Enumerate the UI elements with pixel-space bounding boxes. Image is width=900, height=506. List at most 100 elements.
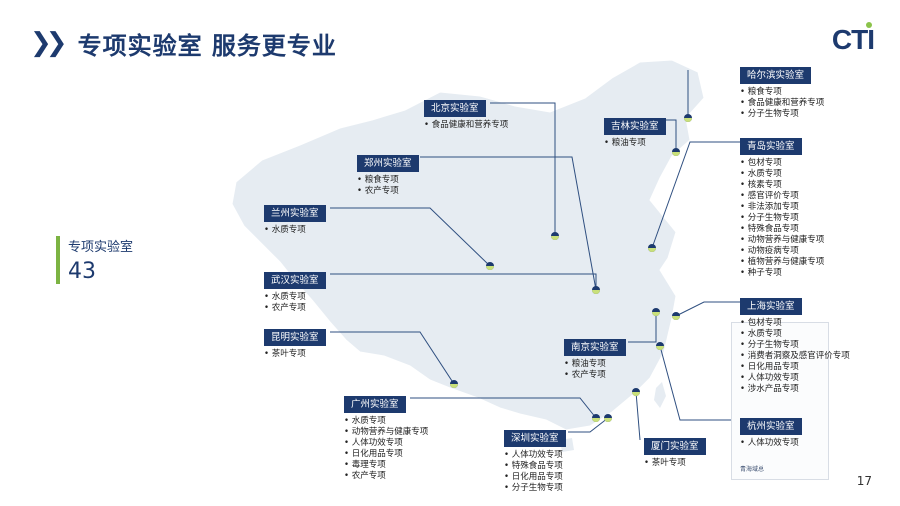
location-pin-icon (632, 388, 640, 396)
lab-item: 动物营养与健康专项 (344, 427, 429, 438)
logo-dot (866, 22, 872, 28)
lab-item: 粮食专项 (357, 175, 419, 186)
lab-harbin: 哈尔滨实验室粮食专项食品健康和营养专项分子生物专项 (740, 63, 824, 120)
lab-item: 人体功效专项 (344, 438, 428, 449)
lab-item: 人体功效专项 (504, 450, 566, 461)
lab-beijing: 北京实验室食品健康和营养专项 (424, 96, 508, 131)
lab-item: 食品健康和营养专项 (740, 98, 825, 109)
lab-item: 粮油专项 (604, 138, 666, 149)
lab-item: 分子生物专项 (740, 109, 824, 120)
lab-item: 植物营养与健康专项 (740, 257, 825, 268)
location-pin-icon (592, 414, 600, 422)
connector-lines (330, 70, 740, 441)
lab-item: 农产专项 (564, 370, 626, 381)
lab-item: 消费者洞察及感官评价专项 (740, 351, 850, 362)
lab-item-list: 包材专项水质专项核素专项感官评价专项非法添加专项分子生物专项特殊食品专项动物营养… (740, 158, 825, 279)
brochure-caption: 青海域总 (740, 466, 765, 473)
lab-item: 茶叶专项 (644, 458, 706, 469)
lab-item: 人体功效专项 (740, 373, 850, 384)
lab-item-list: 粮油专项农产专项 (564, 359, 626, 381)
lab-item: 日化用品专项 (504, 472, 566, 483)
lab-item-list: 粮食专项食品健康和营养专项分子生物专项 (740, 87, 825, 120)
lab-item-list: 粮油专项 (604, 138, 666, 149)
lab-item: 特殊食品专项 (504, 461, 566, 472)
lab-title: 深圳实验室 (504, 430, 566, 447)
lab-kunming: 昆明实验室茶叶专项 (264, 325, 326, 360)
cti-logo: CTI (831, 22, 875, 56)
lab-item: 农产专项 (264, 303, 326, 314)
location-pin-icon (656, 342, 664, 350)
lab-item: 粮食专项 (740, 87, 824, 98)
page-title: 专项实验室 服务更专业 (77, 31, 337, 60)
lab-item-list: 茶叶专项 (264, 349, 326, 360)
lab-title: 郑州实验室 (357, 155, 419, 172)
lab-qingdao: 青岛实验室包材专项水质专项核素专项感官评价专项非法添加专项分子生物专项特殊食品专… (740, 134, 824, 279)
stat-label: 专项实验室 (68, 240, 134, 255)
lab-zhengzhou: 郑州实验室粮食专项农产专项 (357, 151, 419, 197)
lab-item-list: 水质专项动物营养与健康专项人体功效专项日化用品专项毒理专项农产专项 (344, 416, 429, 482)
lab-shenzhen: 深圳实验室人体功效专项特殊食品专项日化用品专项分子生物专项 (504, 426, 566, 494)
lab-title: 兰州实验室 (264, 205, 326, 222)
lab-item: 动物营养与健康专项 (740, 235, 825, 246)
lab-item-list: 人体功效专项 (740, 438, 802, 449)
lab-xiamen: 厦门实验室茶叶专项 (644, 434, 706, 469)
lab-title: 厦门实验室 (644, 438, 706, 455)
lab-item: 水质专项 (344, 416, 428, 427)
lab-item: 食品健康和营养专项 (424, 120, 509, 131)
lab-item-list: 茶叶专项 (644, 458, 706, 469)
lab-item-list: 水质专项 (264, 225, 326, 236)
lab-item: 种子专项 (740, 268, 824, 279)
lab-count-stat: 专项实验室 43 (56, 236, 133, 284)
lab-item: 水质专项 (264, 292, 326, 303)
lab-item: 分子生物专项 (504, 483, 566, 494)
logo-text: CTI (831, 24, 875, 55)
location-pin-icon (672, 312, 680, 320)
lab-title: 昆明实验室 (264, 329, 326, 346)
lab-item: 分子生物专项 (740, 213, 824, 224)
lab-item: 茶叶专项 (264, 349, 326, 360)
lab-title: 杭州实验室 (740, 418, 802, 435)
lab-item: 农产专项 (344, 471, 428, 482)
page-header: ❯❯ 专项实验室 服务更专业 (30, 26, 337, 60)
lab-title: 上海实验室 (740, 298, 802, 315)
chevron-right-icon: ❯❯ (30, 28, 67, 58)
lab-item: 特殊食品专项 (740, 224, 824, 235)
stat-value: 43 (68, 259, 96, 284)
location-pin-icon (450, 380, 458, 388)
lab-item-list: 水质专项农产专项 (264, 292, 326, 314)
lab-title: 青岛实验室 (740, 138, 802, 155)
lab-item: 包材专项 (740, 318, 850, 329)
lab-item: 人体功效专项 (740, 438, 802, 449)
lab-item: 日化用品专项 (344, 449, 428, 460)
lab-item: 非法添加专项 (740, 202, 824, 213)
lab-title: 哈尔滨实验室 (740, 67, 812, 84)
lab-shanghai: 上海实验室包材专项水质专项分子生物专项消费者洞察及感官评价专项日化用品专项人体功… (740, 294, 850, 395)
lab-item: 粮油专项 (564, 359, 626, 370)
lab-item: 水质专项 (740, 329, 850, 340)
lab-nanjing: 南京实验室粮油专项农产专项 (564, 335, 626, 381)
taiwan-shape (654, 382, 666, 408)
lab-item: 感官评价专项 (740, 191, 824, 202)
location-pin-icon (551, 232, 559, 240)
lab-item: 核素专项 (740, 180, 824, 191)
lab-title: 武汉实验室 (264, 272, 326, 289)
location-pin-icon (604, 414, 612, 422)
lab-wuhan: 武汉实验室水质专项农产专项 (264, 268, 326, 314)
lab-title: 南京实验室 (564, 339, 626, 356)
lab-item: 农产专项 (357, 186, 419, 197)
lab-item: 动物疫病专项 (740, 246, 824, 257)
lab-title: 吉林实验室 (604, 118, 666, 135)
location-pin-icon (592, 286, 600, 294)
lab-item: 毒理专项 (344, 460, 428, 471)
location-pin-icon (684, 114, 692, 122)
lab-item-list: 人体功效专项特殊食品专项日化用品专项分子生物专项 (504, 450, 566, 494)
lab-item: 分子生物专项 (740, 340, 850, 351)
lab-item-list: 食品健康和营养专项 (424, 120, 509, 131)
lab-title: 北京实验室 (424, 100, 486, 117)
lab-title: 广州实验室 (344, 396, 406, 413)
lab-item: 日化用品专项 (740, 362, 850, 373)
location-pin-icon (672, 148, 680, 156)
lab-item-list: 粮食专项农产专项 (357, 175, 419, 197)
location-pin-icon (652, 308, 660, 316)
